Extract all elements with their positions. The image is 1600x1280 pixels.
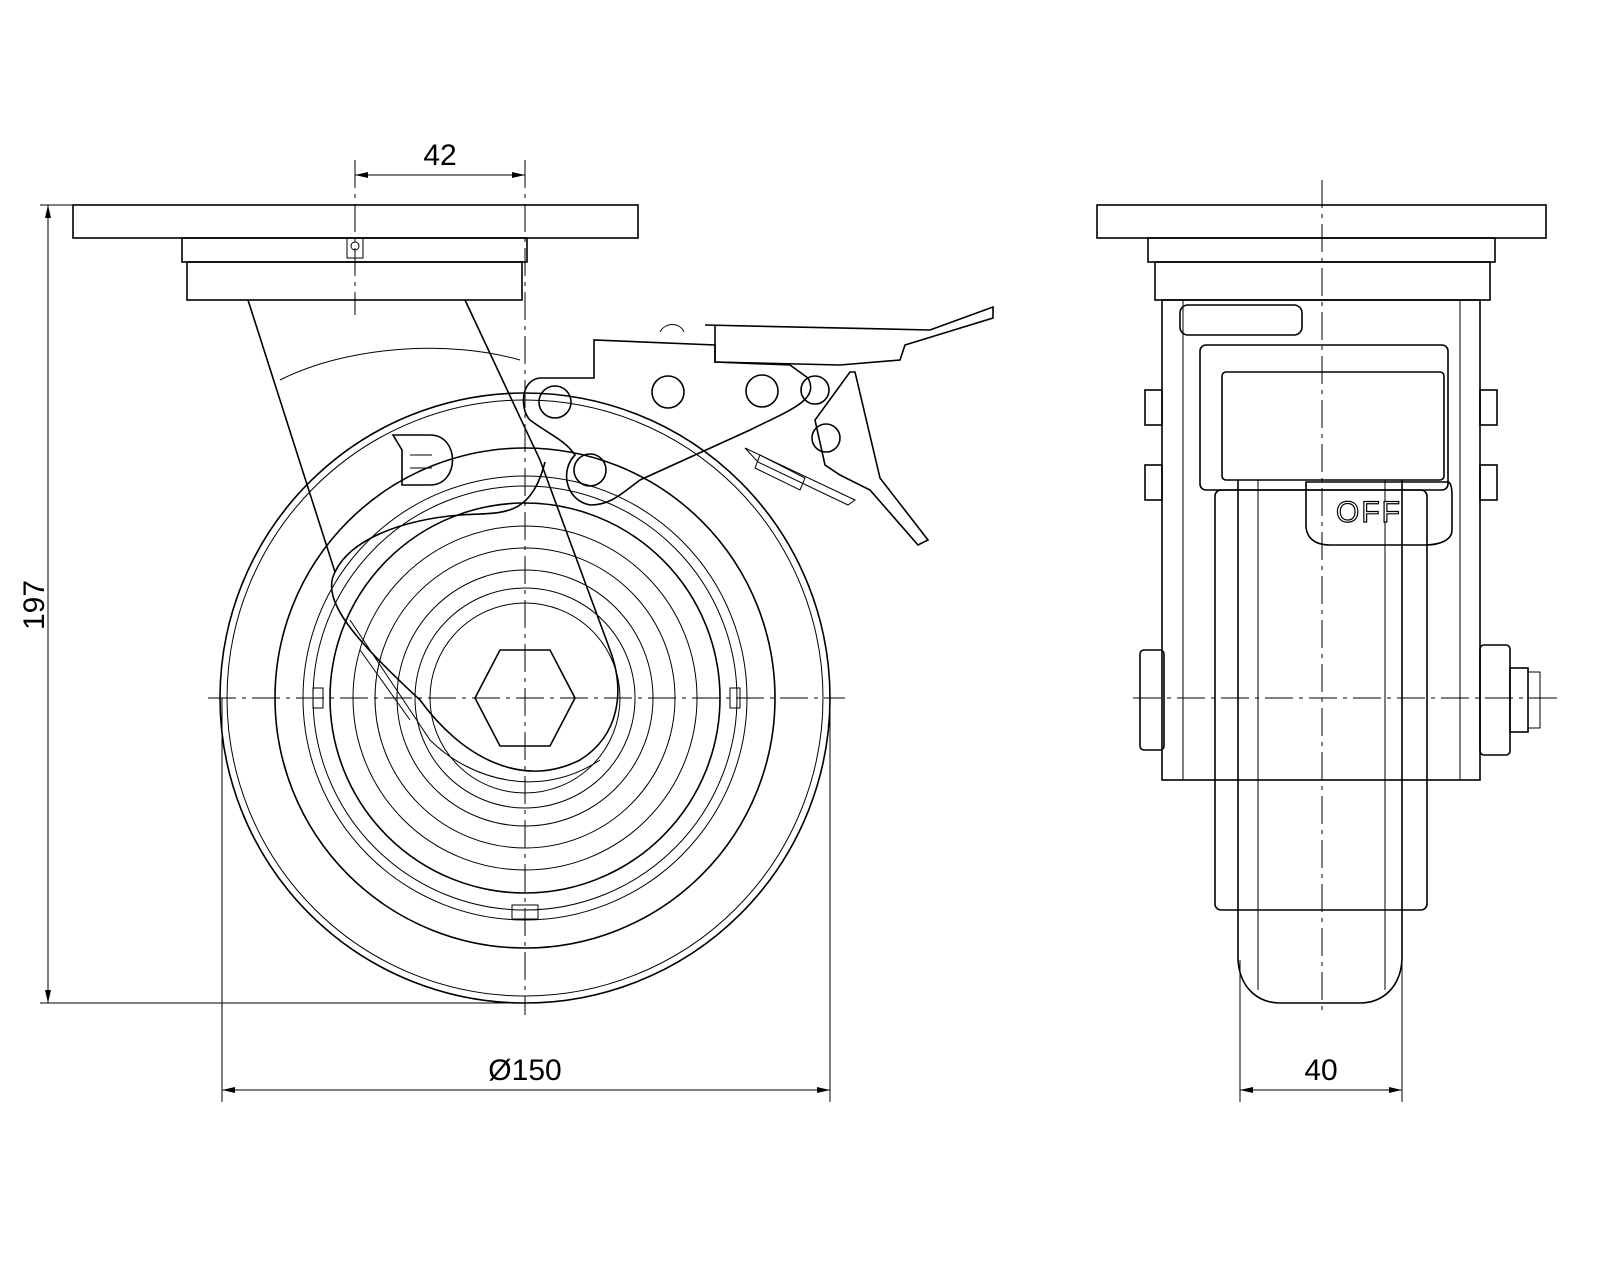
side-view	[72, 160, 994, 1015]
diameter-value: Ø150	[488, 1054, 561, 1087]
brake-mechanism	[522, 305, 994, 546]
dimension-diameter: Ø150	[221, 698, 831, 1102]
center-lines-front	[1133, 180, 1560, 1015]
width-value: 40	[1304, 1054, 1337, 1087]
fork-front	[1144, 299, 1498, 781]
front-view: OFF	[1096, 180, 1560, 1015]
offset-value: 42	[423, 139, 456, 172]
logo	[391, 434, 454, 486]
dimension-width: 40	[1239, 960, 1403, 1102]
fork-leg	[247, 299, 619, 783]
center-lines	[208, 160, 845, 1015]
dimension-height: 197	[18, 204, 525, 1004]
brake-off-label: OFF	[1336, 496, 1402, 529]
axle-nuts	[1139, 644, 1541, 756]
brake-housing	[1179, 304, 1449, 491]
height-value: 197	[18, 580, 51, 630]
brake-pedal-off: OFF	[1305, 481, 1453, 546]
wheel-front	[1214, 480, 1428, 1004]
dimension-offset: 42	[355, 139, 525, 178]
